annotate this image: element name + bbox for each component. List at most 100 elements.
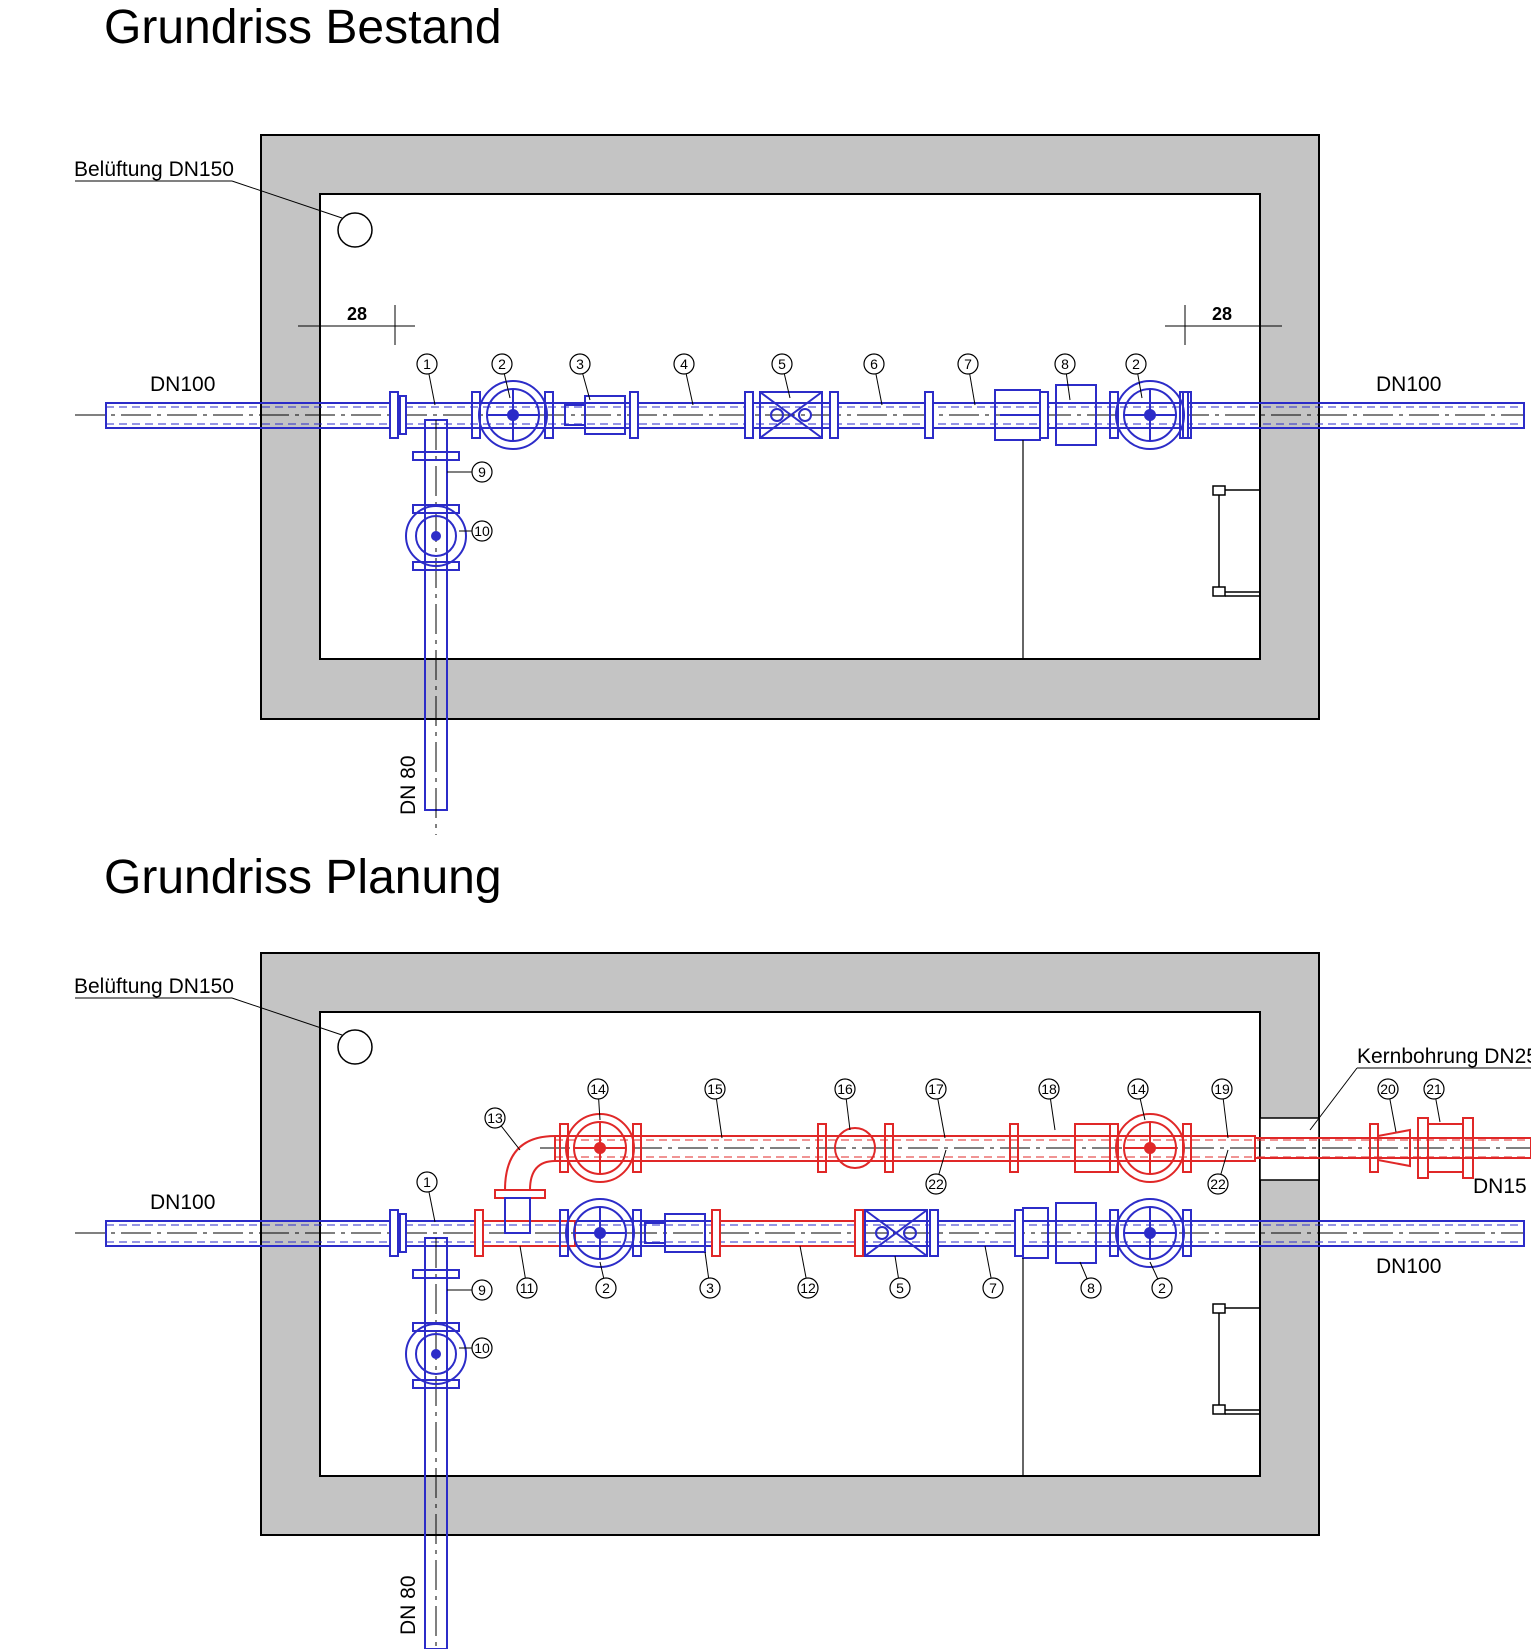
leader-line [1309,1067,1358,1131]
ventilation-label: Belüftung DN150 [74,975,234,998]
callout-bubble: 2 [491,353,513,399]
meter-7-8 [994,384,1097,446]
callout-bubble: 14 [1127,1078,1149,1121]
callout-number: 2 [1158,1280,1166,1296]
tee-branch [504,1197,531,1234]
callout-bubble: 4 [673,353,695,406]
callout-bubble: 20 [1377,1078,1399,1133]
callout-number: 4 [680,356,688,372]
callout-bubble: 2 [1149,1261,1173,1299]
dimension-right [1165,305,1282,345]
callout-number: 10 [474,1340,490,1356]
callout-bubble: 3 [699,1251,721,1299]
callout-number: 8 [1061,356,1069,372]
callout-bubble: 14 [587,1078,609,1121]
new-outlet-label: DN15 [1473,1175,1527,1198]
callouts-existing: 1 2 3 4 5 6 7 8 2 9 10 [416,353,1147,542]
strainer-5 [864,1209,928,1257]
ladder [1212,1303,1260,1415]
dimension-left [298,305,415,345]
leader-line [231,180,343,219]
callout-number: 2 [1132,356,1140,372]
callout-number: 9 [478,1282,486,1298]
planned-pipe-outlet [1254,1137,1531,1159]
flanges [389,1209,1024,1257]
section-title-existing: Grundriss Bestand [104,1,502,54]
callout-number: 15 [707,1081,723,1097]
ventilation-opening [337,212,373,248]
callout-bubble: 8 [1079,1261,1102,1299]
plan-existing: Belüftung DN150 DN100 DN100 [74,134,1525,835]
callout-number: 13 [487,1110,503,1126]
callout-number: 5 [778,356,786,372]
callout-number: 1 [423,356,431,372]
flanges-red [474,1209,864,1257]
callout-bubble: 6 [863,353,885,406]
callout-bubble: 3 [569,353,591,401]
callout-number: 20 [1380,1081,1396,1097]
callout-bubble: 15 [704,1078,726,1139]
core-drill-opening [1259,1117,1320,1181]
planned-meter-16 [817,1123,894,1173]
callout-number: 19 [1214,1081,1230,1097]
planned-reducer-20-21 [1369,1117,1474,1179]
gate-valve-2b [1109,1198,1192,1268]
callout-number: 14 [590,1081,606,1097]
callout-number: 16 [837,1081,853,1097]
callout-number: 7 [964,356,972,372]
callout-number: 18 [1041,1081,1057,1097]
callout-number: 9 [478,464,486,480]
callout-number: 17 [928,1081,944,1097]
gate-valve-2a [559,1198,642,1268]
callout-number: 10 [474,523,490,539]
branch-label: DN 80 [397,1575,420,1635]
callout-number: 2 [498,356,506,372]
planned-tee-flange [494,1189,546,1199]
gate-valve-2b [1109,380,1192,450]
callout-number: 11 [520,1280,535,1296]
callout-number: 14 [1130,1081,1146,1097]
ladder [1212,485,1260,597]
callout-bubble: 7 [957,353,979,406]
ventilation-opening [337,1029,373,1065]
dismantling-joint-3 [644,1213,706,1253]
callout-bubble: 1 [416,1171,438,1223]
callout-bubble: 10 [459,520,493,542]
callout-bubble: 9 [447,461,493,483]
branch-valve-10 [405,1269,467,1389]
callout-number: 21 [1426,1081,1442,1097]
planned-fitting-18 [1009,1123,1111,1173]
callout-bubble: 5 [889,1255,911,1299]
callout-number: 12 [800,1280,816,1296]
branch-valve-10 [405,451,467,571]
main-pipe [105,402,1525,429]
core-drill-label: Kernbohrung DN25 [1357,1045,1531,1068]
callout-bubble: 22 [925,1149,947,1195]
outlet-label: DN100 [1376,373,1441,396]
ventilation-label: Belüftung DN150 [74,158,234,181]
callout-number: 1 [423,1174,431,1190]
dimension-right-value: 28 [1212,304,1232,324]
callout-bubble: 1 [416,353,438,406]
callout-number: 22 [1210,1176,1226,1192]
outlet-label: DN100 [1376,1255,1441,1278]
branch-label: DN 80 [397,755,420,815]
callout-bubble: 10 [459,1337,493,1359]
plan-planned: Belüftung DN150 Kernbohrung DN25 DN100 D… [74,952,1531,1649]
callout-bubble: 8 [1054,353,1076,401]
callout-number: 8 [1087,1280,1095,1296]
gate-valve-2a [471,380,554,450]
callout-bubble: 17 [925,1078,947,1139]
leader-line [231,997,343,1036]
callout-number: 3 [706,1280,714,1296]
callout-bubble: 19 [1211,1078,1233,1139]
callout-bubble: 5 [771,353,793,399]
callout-number: 7 [989,1280,997,1296]
callout-bubble: 18 [1038,1078,1060,1131]
callout-number: 2 [602,1280,610,1296]
callout-bubble: 2 [1125,353,1147,399]
callout-bubble: 12 [797,1245,819,1299]
callout-bubble: 13 [484,1107,521,1151]
dismantling-joint-3 [564,395,626,435]
